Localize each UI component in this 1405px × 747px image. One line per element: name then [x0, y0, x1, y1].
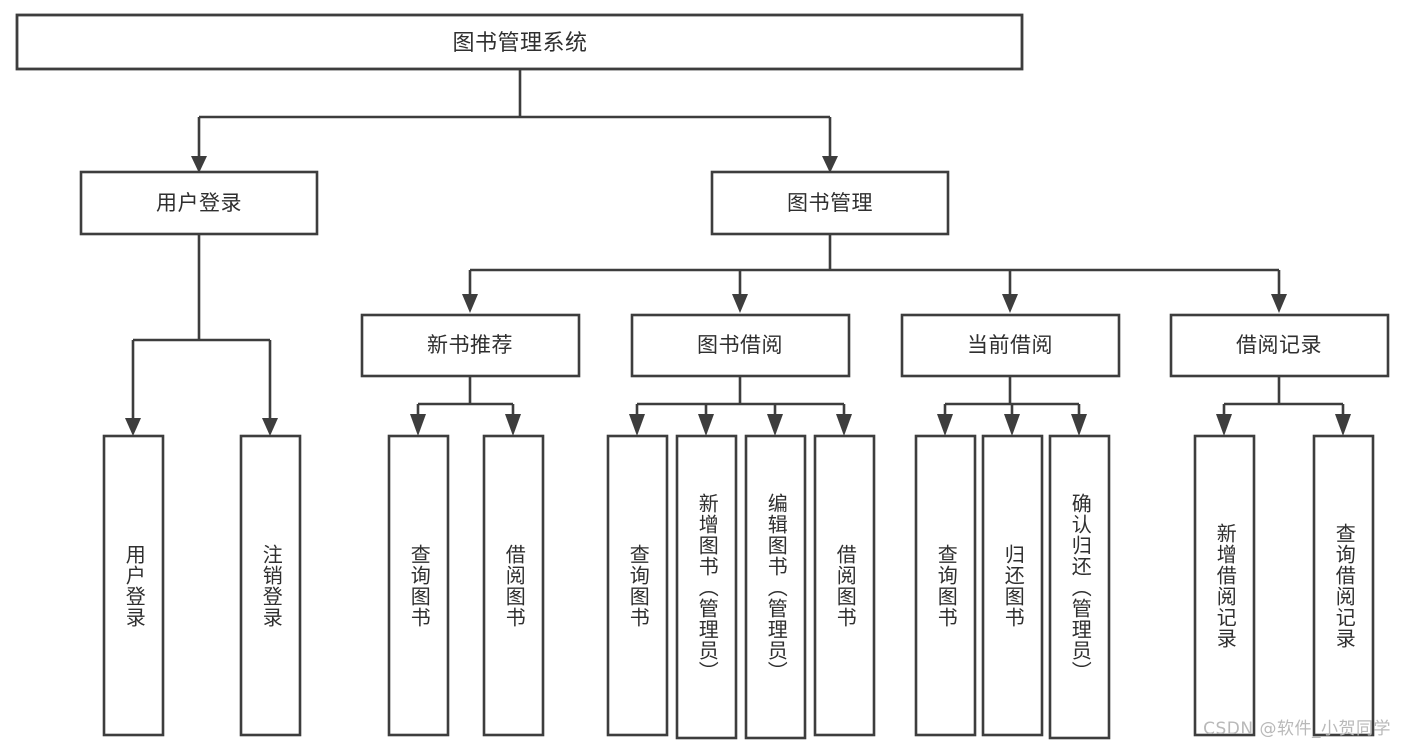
node-leaf-query-book-2-box[interactable] [606, 434, 669, 737]
node-layer: 图书管理系统 用户登录 图书管理 新书推荐 图书借阅 当前借阅 借阅记录 [15, 13, 1390, 740]
node-leaf-borrow-book-1-box[interactable] [482, 434, 545, 737]
arrow-leaf-borrow-book-1 [505, 414, 521, 436]
arrow-leaf-user-logout [262, 418, 278, 436]
arrow-leaf-query-record [1335, 414, 1351, 436]
node-book-manage-label: 图书管理 [787, 191, 873, 215]
node-leaf-query-book-3-box[interactable] [914, 434, 977, 737]
node-leaf-return-book-box[interactable] [981, 434, 1044, 737]
arrow-user-login [191, 156, 207, 173]
node-leaf-confirm-return-box[interactable] [1048, 434, 1111, 740]
node-book-borrow-label: 图书借阅 [697, 333, 783, 357]
arrow-leaf-return-book [1004, 414, 1020, 436]
node-user-login-box[interactable] [79, 170, 319, 236]
node-leaf-borrow-book-2-box[interactable] [813, 434, 876, 737]
node-leaf-edit-book-box[interactable] [744, 434, 807, 740]
arrow-leaf-add-record [1216, 414, 1232, 436]
arrow-leaf-confirm-return [1071, 414, 1087, 436]
node-current-borrow-label: 当前借阅 [967, 333, 1053, 357]
node-current-borrow-box[interactable] [900, 313, 1121, 378]
node-user-login-label: 用户登录 [156, 191, 242, 215]
arrow-new-book-rec [462, 294, 478, 313]
node-borrow-record-box[interactable] [1169, 313, 1390, 378]
node-leaf-query-book-1-box[interactable] [387, 434, 450, 737]
arrow-leaf-user-login [125, 418, 141, 436]
arrow-book-manage [822, 156, 838, 173]
arrow-leaf-borrow-book-2 [836, 414, 852, 436]
arrow-borrow-record [1271, 294, 1287, 313]
arrow-leaf-add-book [698, 414, 714, 436]
node-leaf-query-record-box[interactable] [1312, 434, 1375, 737]
node-book-borrow-box[interactable] [630, 313, 851, 378]
node-root-box[interactable] [15, 13, 1024, 71]
node-new-book-rec-label: 新书推荐 [427, 333, 513, 357]
arrow-book-borrow [732, 294, 748, 313]
arrow-current-borrow [1002, 294, 1018, 313]
node-leaf-user-logout-box[interactable] [239, 434, 302, 737]
connector-layer [125, 69, 1351, 436]
node-book-manage-box[interactable] [710, 170, 950, 236]
node-borrow-record-label: 借阅记录 [1236, 333, 1322, 357]
arrow-leaf-query-book-1 [410, 414, 426, 436]
node-leaf-add-book-box[interactable] [675, 434, 738, 740]
node-new-book-rec-box[interactable] [360, 313, 581, 378]
arrow-leaf-edit-book [767, 414, 783, 436]
node-leaf-add-record-box[interactable] [1193, 434, 1256, 737]
csdn-watermark: CSDN @软件_小贺同学 [1203, 719, 1391, 739]
node-root-label: 图书管理系统 [452, 31, 587, 56]
arrow-leaf-query-book-3 [937, 414, 953, 436]
arrow-leaf-query-book-2 [629, 414, 645, 436]
node-leaf-user-login-box[interactable] [102, 434, 165, 737]
